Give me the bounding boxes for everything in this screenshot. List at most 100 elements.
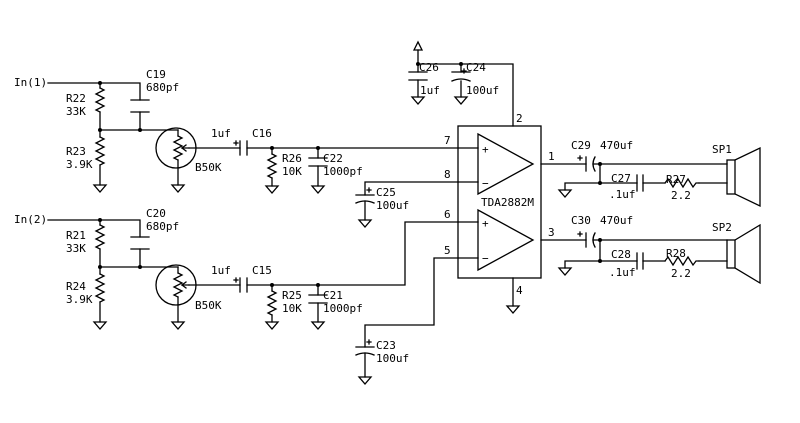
ground-symbol [264,321,280,330]
c21-ref: C21 [323,289,343,302]
opamp-2-minus: − [482,252,489,265]
resistor-r21 [94,224,106,250]
speaker-sp2-magnet [726,239,736,269]
resistor-r28 [664,255,700,267]
resistor-r26 [266,153,278,179]
input-channel-1: In(1) R22 33K C19 680pf R23 3.9K B50K 1u… [14,68,459,194]
r27-value: 2.2 [671,189,691,202]
r26-value: 10K [282,165,302,178]
pot-1-value: B50K [195,161,222,174]
junction-dot [270,283,274,287]
ic-tda2882m: + − + − TDA2882M 7 8 6 5 2 1 3 4 [444,112,555,314]
pot-2-to-c15-wire [188,221,459,286]
c24-curved-plate [451,78,471,82]
ground-symbol [264,185,280,194]
c15-ref: C15 [252,264,272,277]
supply-rail-wire [417,49,514,127]
junction-dot [98,265,102,269]
ground-symbol [170,321,186,330]
pot-1-wiper [181,144,187,152]
c29-polarity [577,155,583,161]
resistor-r24 [94,273,106,303]
supply-arrow [412,40,424,51]
r22-value: 33K [66,105,86,118]
junction-dot [138,128,142,132]
c30-ref: C30 [571,214,591,227]
capacitor-c20 [130,236,150,250]
c19-value: 680pf [146,81,179,94]
capacitor-c21 [308,294,328,304]
junction-dot [459,62,463,66]
c24-polarity [461,68,467,74]
r22-ref: R22 [66,92,86,105]
feedback-capacitors: C25 100uf C23 100uf [355,181,459,385]
r21-value: 33K [66,242,86,255]
c23-polarity [366,339,372,345]
c16-value: 1uf [211,127,231,140]
r26-ref: R26 [282,152,302,165]
power-decoupling: C26 1uf C24 100uf [408,40,514,127]
resistor-r25 [266,290,278,316]
capacitor-c15 [239,277,248,293]
c26-value: 1uf [420,84,440,97]
r28-ref: R28 [666,247,686,260]
r23-ref: R23 [66,145,86,158]
r24-ref: R24 [66,280,86,293]
junction-dot [598,259,602,263]
pin-8-wire [364,181,459,221]
pot-2-value: B50K [195,299,222,312]
capacitor-c26 [408,71,428,81]
pin-6: 6 [444,208,451,221]
resistor-r27 [664,177,700,189]
ground-symbol [410,96,426,105]
output-channel-2: C30 470uf C28 .1uf R28 2.2 SP2 [540,214,761,285]
c23-curved-plate [355,352,375,356]
opamp-1-plus: + [482,143,489,156]
c30-value: 470uf [600,214,633,227]
c21-value: 1000pf [323,302,363,315]
r23-value: 3.9K [66,158,93,171]
r28-value: 2.2 [671,267,691,280]
c30-polarity [577,231,583,237]
ground-symbol [357,219,373,228]
ground-symbol [92,321,108,330]
c22-value: 1000pf [323,165,363,178]
c29-value: 470uf [600,139,633,152]
r25-ref: R25 [282,289,302,302]
ground-symbol [310,321,326,330]
pot-1-element [172,135,184,161]
junction-dot [98,218,102,222]
c30-curved-plate [592,232,596,248]
ground-symbol [92,184,108,193]
input-channel-2: In(2) R21 33K C20 680pf R24 3.9K B50K 1u… [14,207,459,330]
c20-ref: C20 [146,207,166,220]
output-channel-1: C29 470uf C27 .1uf R27 2.2 SP1 [540,139,761,208]
c25-value: 100uf [376,199,409,212]
r25-value: 10K [282,302,302,315]
sp2-ref: SP2 [712,221,732,234]
opamp-2-triangle [477,208,535,272]
c15-value: 1uf [211,264,231,277]
c27-value: .1uf [609,188,636,201]
speaker-sp2-cone [734,223,761,285]
c27-ref: C27 [611,172,631,185]
junction-dot [98,81,102,85]
speaker-sp1-cone [734,146,761,208]
pin-5-wire [364,257,459,378]
capacitor-c16 [239,140,248,156]
sp1-ref: SP1 [712,143,732,156]
c26-ref: C26 [419,61,439,74]
junction-dot [598,238,602,242]
c24-value: 100uf [466,84,499,97]
ground-symbol [170,184,186,193]
c22-ref: C22 [323,152,343,165]
opamp-1-minus: − [482,177,489,190]
pin-4: 4 [516,284,523,297]
c29-ref: C29 [571,139,591,152]
c28-value: .1uf [609,266,636,279]
c25-ref: C25 [376,186,396,199]
r25-c21-wire [271,284,319,323]
junction-dot [316,283,320,287]
c23-value: 100uf [376,352,409,365]
